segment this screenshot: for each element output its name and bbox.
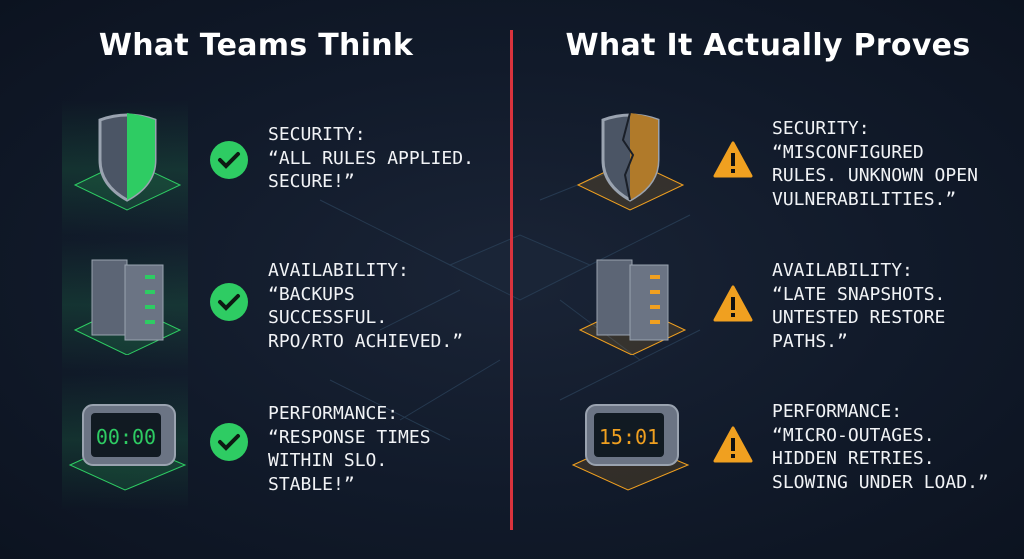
item-heading: PERFORMANCE: (772, 401, 903, 422)
clock-display: 15:01 (599, 425, 659, 449)
item-line: PATHS.” (772, 330, 848, 352)
item-line: SECURE!” (268, 171, 355, 192)
clock-icon: 00:00 (68, 404, 187, 491)
item-line: UNTESTED RESTORE (772, 307, 946, 328)
item-heading: PERFORMANCE: (268, 403, 399, 424)
item-line: “MICRO-OUTAGES. (772, 424, 935, 446)
clock-display: 00:00 (96, 425, 156, 449)
divider (510, 30, 513, 530)
item-line: VULNERABILITIES.” (772, 188, 957, 210)
warning-icon (713, 285, 753, 322)
center-device (448, 234, 592, 301)
item-line: RPO/RTO ACHIEVED.” (268, 330, 464, 352)
item-heading: AVAILABILITY: (772, 260, 913, 281)
item-heading: SECURITY: (772, 118, 870, 139)
item-line: STABLE!” (268, 473, 355, 495)
left-title: What Teams Think (98, 28, 414, 63)
item-line: SLOWING UNDER LOAD.” (772, 471, 989, 493)
item-line: WITHIN SLO. (268, 450, 388, 471)
item-line: SUCCESSFUL. (268, 307, 388, 328)
check-circle-icon (210, 141, 248, 179)
server-icon (578, 259, 687, 355)
clock-icon: 15:01 (571, 404, 690, 491)
right-performance-text: PERFORMANCE:“MICRO-OUTAGES.HIDDEN RETRIE… (772, 400, 989, 494)
right-availability-text: AVAILABILITY:“LATE SNAPSHOTS.UNTESTED RE… (772, 259, 945, 353)
item-line: “BACKUPS (268, 283, 355, 305)
left-security-text: SECURITY:“ALL RULES APPLIED.SECURE!” (268, 123, 474, 194)
warning-icon (713, 426, 753, 463)
item-line: “RESPONSE TIMES (268, 426, 431, 448)
item-line: “ALL RULES APPLIED. (268, 147, 474, 169)
item-line: “MISCONFIGURED (772, 141, 924, 163)
right-title: What It Actually Proves (565, 28, 971, 63)
server-icon (73, 259, 182, 355)
item-heading: SECURITY: (268, 124, 366, 145)
item-line: HIDDEN RETRIES. (772, 448, 935, 469)
shield-icon (73, 113, 182, 211)
item-line: “LATE SNAPSHOTS. (772, 283, 946, 305)
check-circle-icon (210, 283, 248, 321)
cracked-shield-icon (576, 112, 685, 211)
check-circle-icon (210, 423, 248, 461)
item-heading: AVAILABILITY: (268, 260, 409, 281)
item-line: RULES. UNKNOWN OPEN (772, 165, 978, 186)
warning-icon (713, 141, 753, 178)
